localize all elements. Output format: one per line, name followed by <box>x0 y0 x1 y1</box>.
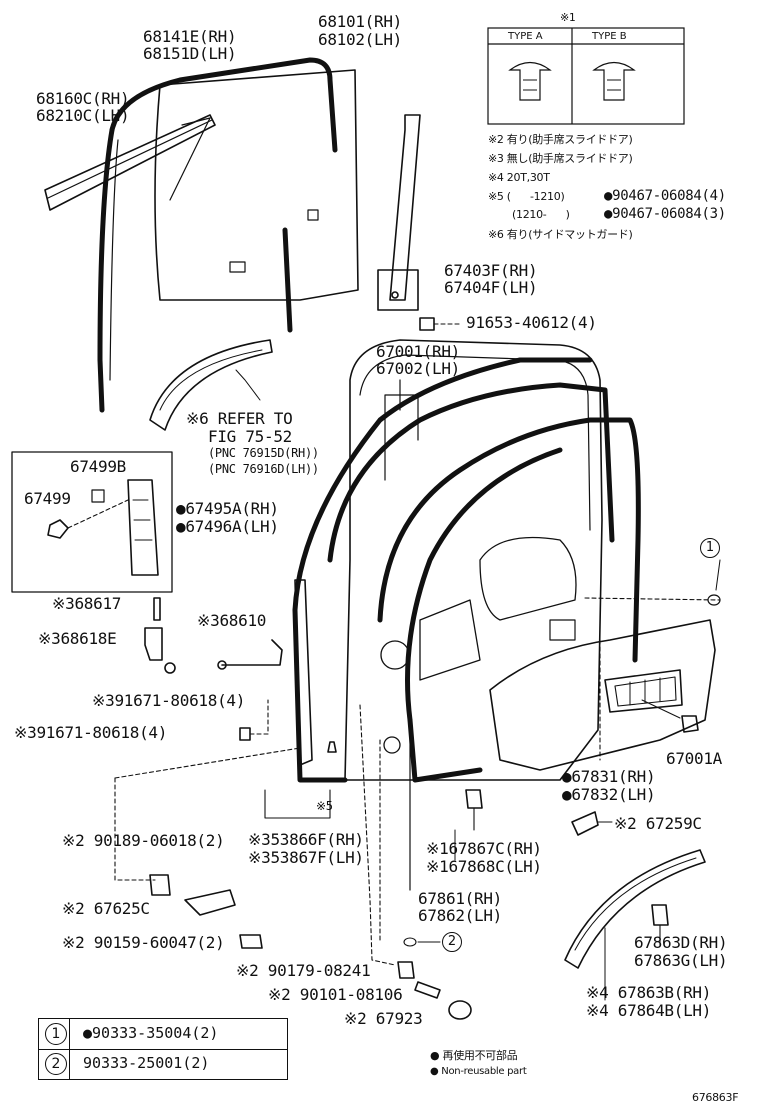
label-pnc-lh: (PNC 76916D(LH)) <box>208 462 319 476</box>
label-67495A: ●67495A(RH) <box>176 499 279 518</box>
belt-weatherstrip <box>44 114 216 211</box>
wheel-arch-moulding <box>149 339 273 431</box>
note-2: ※2 有り(助手席スライドドア) <box>488 133 633 146</box>
label-68101: 68101(RH) <box>318 12 402 31</box>
label-67863G: 67863G(LH) <box>634 951 728 970</box>
note-5-condition-b: (1210- ) <box>512 208 570 221</box>
label-67001: 67001(RH) <box>376 342 460 361</box>
door-panel <box>344 339 603 781</box>
type-b-label: TYPE B <box>592 31 627 42</box>
note-6: ※6 有り(サイドマットガード) <box>488 228 633 241</box>
clip-67867C <box>465 789 483 809</box>
legend-num-2: 2 <box>45 1053 67 1075</box>
callout-1: 1 <box>700 538 720 558</box>
legend-row-2: 2 90333-25001(2) <box>39 1049 287 1079</box>
label-53867F: ※353867F(LH) <box>248 848 364 867</box>
label-67867C: ※167867C(RH) <box>426 839 542 858</box>
type-a-label: TYPE A <box>508 31 543 42</box>
clip-67863D <box>651 904 669 926</box>
note-5-condition-a: ※5 ( -1210) <box>488 190 565 203</box>
label-67001A: 67001A <box>666 749 722 768</box>
label-67625C: ※2 67625C <box>62 899 150 918</box>
label-refer-to: ※6 REFER TO <box>186 409 293 428</box>
center-pillar-channel <box>389 114 421 301</box>
note-5-part-a: ●90467-06084(4) <box>604 188 726 204</box>
label-90189: ※2 90189-06018(2) <box>62 831 225 850</box>
door-hinge <box>153 597 161 621</box>
label-67923: ※2 67923 <box>344 1009 423 1028</box>
callout-2: 2 <box>442 932 462 952</box>
label-67831: ●67831(RH) <box>562 767 656 786</box>
note-3: ※3 無し(助手席スライドドア) <box>488 152 633 165</box>
label-90101: ※2 90101-08106 <box>268 985 403 1004</box>
label-68618E: ※368618E <box>38 629 117 648</box>
bolt-91653 <box>419 317 435 331</box>
label-67403F: 67403F(RH) <box>444 261 538 280</box>
label-67863B: ※4 67863B(RH) <box>586 983 712 1002</box>
footnote-jp: ● 再使用不可部品 <box>430 1049 518 1062</box>
legend-part-1: ●90333-35004(2) <box>83 1024 219 1042</box>
label-68102: 68102(LH) <box>318 30 402 49</box>
door-weatherstrip <box>292 357 593 613</box>
label-53866F: ※353866F(RH) <box>248 830 364 849</box>
label-67499B: 67499B <box>70 457 126 476</box>
door-trim-panel <box>489 619 716 771</box>
label-67499: 67499 <box>24 489 71 508</box>
label-67002: 67002(LH) <box>376 359 460 378</box>
label-67863D: 67863D(RH) <box>634 933 728 952</box>
clip-67001A <box>681 715 699 733</box>
label-67832: ●67832(LH) <box>562 785 656 804</box>
door-lock-cable <box>221 639 283 666</box>
note-5-part-b: ●90467-06084(3) <box>604 206 726 222</box>
label-68160C: 68160C(RH) <box>36 89 130 108</box>
label-67404F: 67404F(LH) <box>444 278 538 297</box>
detail-box-67499 <box>11 451 173 593</box>
note-4: ※4 20T,30T <box>488 171 550 184</box>
moulding-67259C <box>571 811 599 836</box>
legend-row-1: 1 ●90333-35004(2) <box>39 1019 287 1050</box>
clip-type-table <box>487 27 685 125</box>
bolt-90101 <box>414 981 441 999</box>
label-67259C: ※2 67259C <box>614 814 702 833</box>
label-pnc-rh: (PNC 76915D(RH)) <box>208 446 319 460</box>
label-91671-a: ※391671-80618(4) <box>92 691 246 710</box>
door-glass <box>154 69 359 301</box>
label-68210C: 68210C(LH) <box>36 106 130 125</box>
label-68141E: 68141E(RH) <box>143 27 237 46</box>
label-67864B: ※4 67864B(LH) <box>586 1001 712 1020</box>
cap-67923 <box>448 1000 472 1020</box>
label-note-5: ※5 <box>316 799 333 813</box>
label-67862: 67862(LH) <box>418 906 502 925</box>
lower-moulding <box>564 849 706 969</box>
label-fig: FIG 75-52 <box>208 427 292 446</box>
nut-90179 <box>397 961 415 979</box>
label-67496A: ●67496A(LH) <box>176 517 279 536</box>
label-91653: 91653-40612(4) <box>466 313 597 332</box>
door-check <box>294 579 313 766</box>
label-68610: ※368610 <box>197 611 267 630</box>
label-68151D: 68151D(LH) <box>143 44 237 63</box>
label-90159: ※2 90159-60047(2) <box>62 933 225 952</box>
legend-part-2: 90333-25001(2) <box>83 1054 210 1072</box>
bracket-67625C <box>149 874 171 896</box>
glass-run-channel <box>109 57 338 153</box>
label-68617: ※368617 <box>52 594 122 613</box>
legend-num-1: 1 <box>45 1023 67 1045</box>
label-67861: 67861(RH) <box>418 889 502 908</box>
notes-header: ※1 <box>560 11 576 24</box>
label-90179: ※2 90179-08241 <box>236 961 371 980</box>
label-67868C: ※167868C(LH) <box>426 857 542 876</box>
legend-table: 1 ●90333-35004(2) 2 90333-25001(2) <box>38 1018 288 1080</box>
diagram-id: 676863F <box>692 1091 739 1104</box>
label-91671-b: ※391671-80618(4) <box>14 723 168 742</box>
footnote-en: ● Non-reusable part <box>430 1066 527 1077</box>
